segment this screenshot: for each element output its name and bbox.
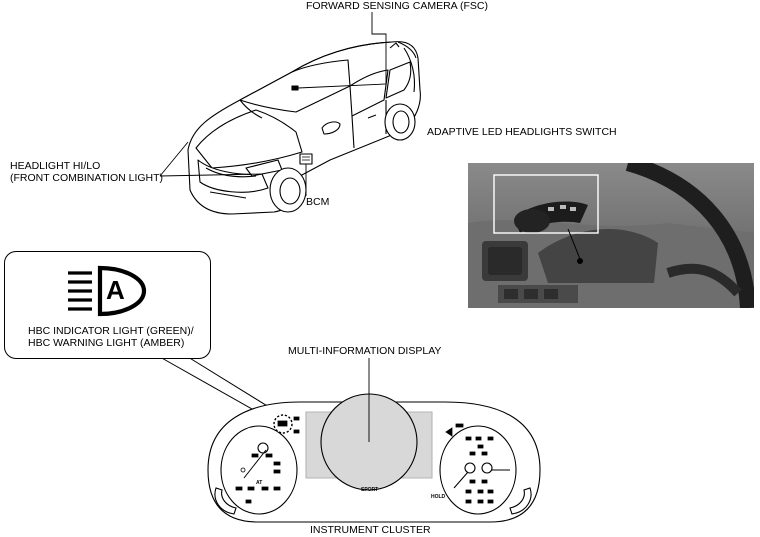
cluster-hold-text: HOLD	[431, 494, 446, 500]
car-leader-lines	[159, 12, 387, 196]
cluster-at-text: AT	[256, 480, 263, 486]
hbc-label-line2: HBC WARNING LIGHT (AMBER)	[28, 337, 185, 349]
switch-label: ADAPTIVE LED HEADLIGHTS SWITCH	[427, 126, 617, 138]
hbc-icon-letter: A	[106, 275, 125, 305]
car-illustration	[187, 41, 421, 215]
cluster-warning-icons	[235, 416, 494, 504]
adaptive-led-headlights-switch-photo	[468, 163, 754, 308]
bcm-label: BCM	[306, 196, 330, 208]
headlight-label-line1: HEADLIGHT HI/LO	[10, 160, 101, 172]
headlight-label-line2: (FRONT COMBINATION LIGHT)	[10, 172, 164, 184]
mid-label: MULTI-INFORMATION DISPLAY	[288, 345, 442, 357]
cluster-sport-text: SPORT	[361, 487, 379, 493]
fsc-label: FORWARD SENSING CAMERA (FSC)	[306, 0, 489, 12]
hbc-label-line1: HBC INDICATOR LIGHT (GREEN)/	[28, 325, 194, 337]
cluster-label: INSTRUMENT CLUSTER	[310, 524, 431, 536]
